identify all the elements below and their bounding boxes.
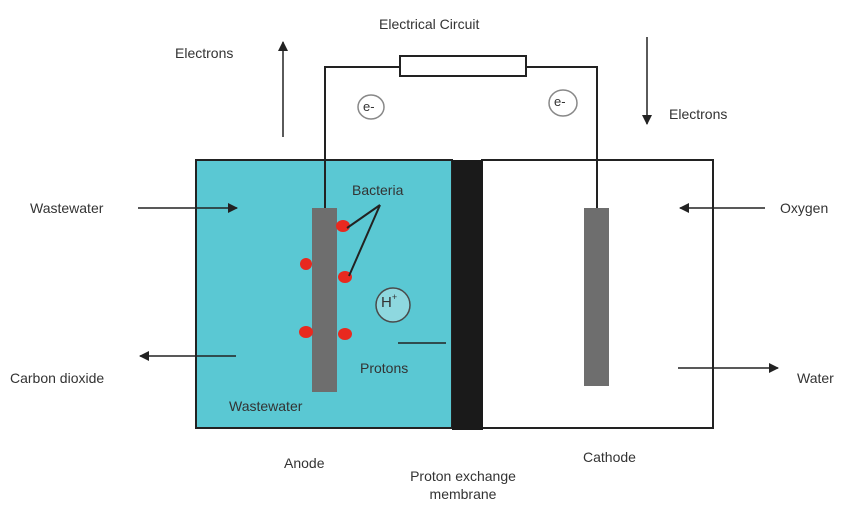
proton-ion-circle: [375, 287, 411, 323]
resistor: [399, 55, 527, 77]
anode-label: Anode: [284, 455, 325, 471]
wastewater-in-label: Wastewater: [30, 200, 104, 216]
cathode-electrode: [584, 208, 609, 386]
oxygen-label: Oxygen: [780, 200, 829, 216]
electron-right-label: e-: [554, 94, 566, 109]
bacterium: [300, 258, 312, 270]
circuit-wire: [324, 66, 400, 210]
electrons-down-label: Electrons: [669, 106, 728, 122]
proton-exchange-membrane: [452, 160, 483, 430]
proton-ion-label: H+: [381, 292, 398, 311]
electron-circle-right: [548, 89, 578, 117]
bacterium: [338, 271, 352, 283]
anode-electrode: [312, 208, 337, 392]
protons-label: Protons: [360, 360, 409, 376]
circuit-label: Electrical Circuit: [379, 16, 480, 32]
circuit-wire-right: [526, 66, 598, 210]
carbon-dioxide-label: Carbon dioxide: [10, 370, 105, 386]
proton-ion-charge: +: [391, 292, 398, 302]
electron-left-label: e-: [363, 99, 375, 114]
water-label: Water: [797, 370, 834, 386]
bacterium: [338, 328, 352, 340]
proton-ion-symbol: H: [381, 294, 392, 311]
membrane-label-line2: membrane: [429, 486, 497, 502]
bacterium: [299, 326, 313, 338]
bacterium: [336, 220, 350, 232]
membrane-label-line1: Proton exchange: [410, 468, 516, 484]
bacteria-label: Bacteria: [352, 182, 404, 198]
bacteria-pointer: [348, 204, 381, 277]
wastewater-tank-label: Wastewater: [229, 398, 303, 414]
cathode-label: Cathode: [583, 449, 636, 465]
electrons-up-label: Electrons: [175, 45, 234, 61]
bacteria-pointer: [346, 204, 381, 229]
electron-circle-left: [357, 94, 385, 120]
